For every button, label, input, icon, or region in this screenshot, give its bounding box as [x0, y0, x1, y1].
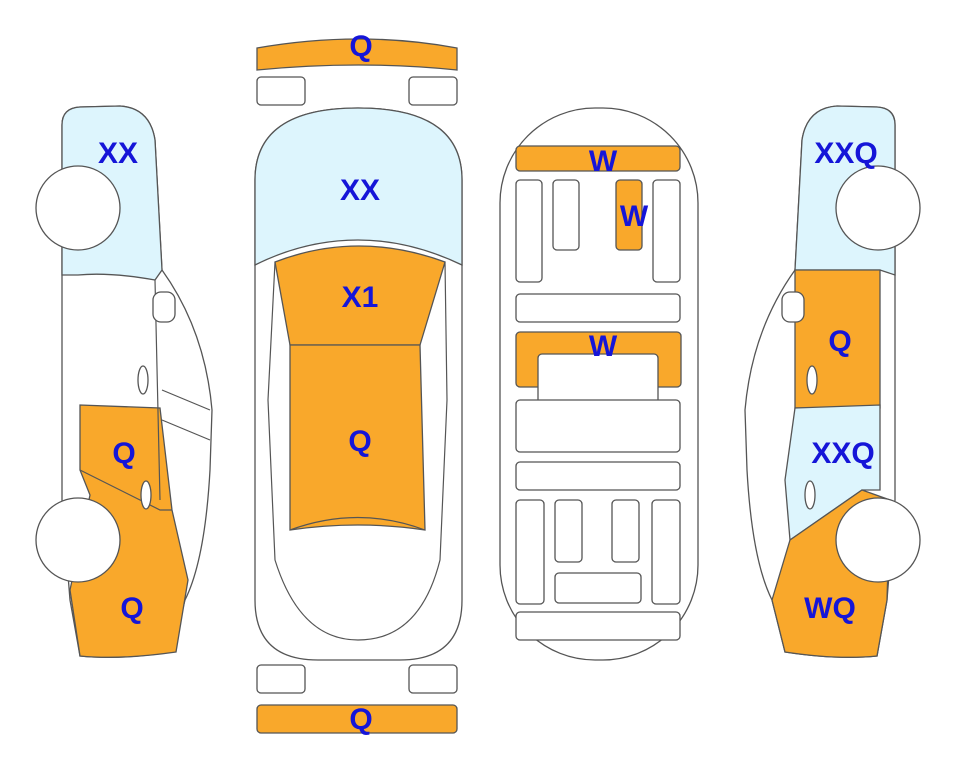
- windshield-label: XX: [340, 174, 380, 207]
- right-door-handle-rear[interactable]: [804, 480, 816, 510]
- rear-left-seat: [554, 499, 583, 563]
- left-door-lines: [79, 279, 211, 511]
- roof-label: Q: [348, 425, 371, 458]
- rear-left-side: [515, 499, 545, 605]
- front-left-seat-side: [515, 179, 543, 283]
- trunk: [515, 611, 681, 641]
- front-left-seat: [552, 179, 580, 251]
- hood-label: X1: [342, 281, 379, 314]
- dashboard-label: W: [589, 145, 618, 178]
- top-body-lines: [267, 261, 448, 641]
- left-rear-fender-label: Q: [120, 592, 143, 625]
- front-bumper-label: Q: [349, 30, 372, 63]
- middle-label: W: [589, 330, 618, 363]
- right-front-door-label: Q: [828, 325, 851, 358]
- left-rear-door-label: Q: [112, 437, 135, 470]
- front-right-light: [408, 76, 458, 106]
- rear-left-light: [256, 664, 306, 694]
- rear-console: [515, 461, 681, 491]
- right-side-view: XXQ Q XXQ WQ: [744, 105, 921, 658]
- right-mirror: [781, 291, 805, 323]
- rear-bumper-label: Q: [349, 703, 372, 736]
- left-front-wheel: [35, 165, 121, 251]
- console: [515, 293, 681, 323]
- right-roof-label: XXQ: [814, 137, 877, 170]
- interior-view: W W W: [499, 107, 699, 661]
- front-left-light: [256, 76, 306, 106]
- rear-bench: [554, 572, 642, 604]
- top-view: Q XX X1 Q Q: [254, 30, 463, 736]
- front-right-seat[interactable]: [615, 179, 643, 251]
- rear-right-seat: [611, 499, 640, 563]
- windshield-panel[interactable]: [254, 107, 463, 267]
- left-door-handle-rear[interactable]: [140, 480, 152, 510]
- left-rear-door-panel[interactable]: [69, 404, 189, 658]
- right-rear-door-label: XXQ: [811, 437, 874, 470]
- hood-panel[interactable]: [274, 245, 446, 346]
- left-side-view: XX Q Q: [35, 105, 213, 658]
- right-front-wheel: [835, 165, 921, 251]
- rear-bumper-panel[interactable]: [256, 704, 458, 734]
- dashboard-panel[interactable]: [515, 145, 681, 172]
- left-roof-label: XX: [98, 137, 138, 170]
- rear-seat-row: [515, 399, 681, 453]
- left-door-handle[interactable]: [137, 365, 149, 395]
- rear-right-light: [408, 664, 458, 694]
- left-rear-wheel: [35, 497, 121, 583]
- left-mirror: [152, 291, 176, 323]
- seat-label: W: [620, 200, 649, 233]
- front-bumper-panel[interactable]: [256, 38, 458, 71]
- front-right-seat-side: [652, 179, 681, 283]
- right-rear-fender-label: WQ: [804, 592, 856, 625]
- right-rear-wheel: [835, 497, 921, 583]
- rear-right-side: [651, 499, 681, 605]
- right-door-handle[interactable]: [806, 365, 818, 395]
